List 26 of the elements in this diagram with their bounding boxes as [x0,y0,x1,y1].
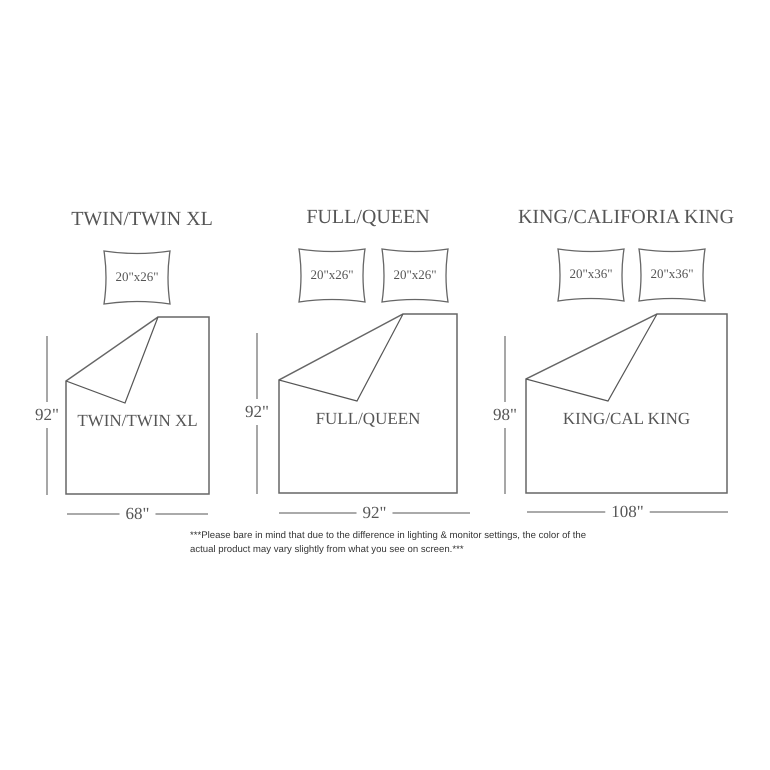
dimension-label: 108" [611,502,644,522]
pillow-size-label: 20"x26" [114,268,160,284]
duvet-size-label: KING/CAL KING [562,408,692,429]
duvet-outline [525,313,728,494]
pillow-outline [381,248,449,303]
pillow-size-label: 20"x36" [568,266,614,282]
duvet-outline [65,316,210,495]
size-heading: KING/CALIFORIA KING [518,206,734,229]
dimension-label: 92" [362,503,386,523]
dimension-label: 98" [493,405,517,425]
pillow-outline [557,248,625,302]
duvet-outline [278,313,458,494]
pillow-outline [638,248,706,302]
dimension-label: 68" [126,504,150,524]
pillow-size-label: 20"x36" [649,266,695,282]
dimension-label: 92" [245,402,269,422]
duvet-size-label: FULL/QUEEN [314,408,422,429]
pillow-outline [298,248,366,303]
size-heading: FULL/QUEEN [306,206,430,229]
size-heading: TWIN/TWIN XL [71,208,213,231]
pillow-outline [103,250,171,305]
duvet-size-label: TWIN/TWIN XL [76,410,199,431]
dimension-label: 92" [35,405,59,425]
pillow-size-label: 20"x26" [309,266,355,282]
footnote-text: ***Please bare in mind that due to the difference in lighting & monitor settings, the color of the actual product may vary slightly from what you see on screen.*** [190,529,588,557]
pillow-size-label: 20"x26" [392,266,438,282]
